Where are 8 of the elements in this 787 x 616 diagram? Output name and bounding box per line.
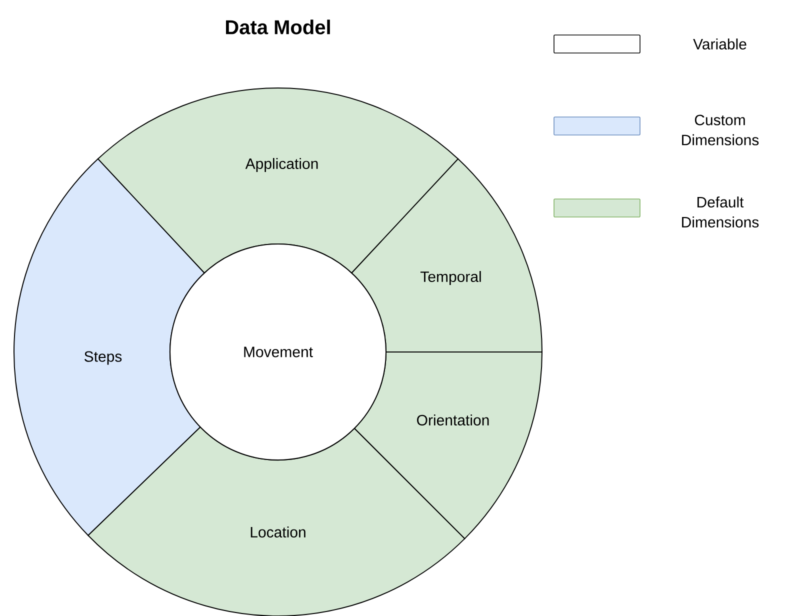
title: Data Model <box>226 20 330 34</box>
donut-segment: Orientation <box>354 352 542 540</box>
legend-label: Default Dimensions <box>682 196 759 228</box>
donut-segment: Temporal <box>351 158 542 352</box>
donut-segment: Steps <box>14 158 205 536</box>
node-label: Location <box>250 526 306 538</box>
legend-label: Custom Dimensions <box>682 114 759 146</box>
legend-label: Variable <box>693 38 746 50</box>
